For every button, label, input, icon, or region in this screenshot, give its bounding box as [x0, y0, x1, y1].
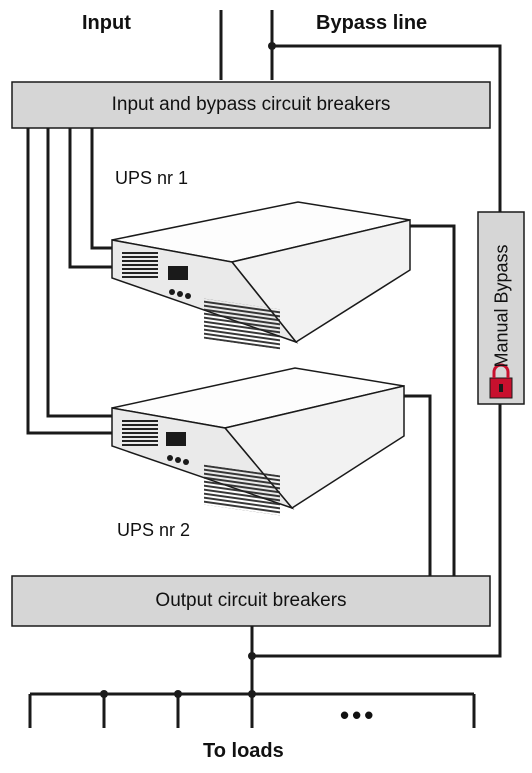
- manual-bypass-box: [477, 211, 525, 405]
- ups1-output-line: [410, 224, 456, 576]
- ups1-label: UPS nr 1: [115, 168, 189, 188]
- output-breakers-box: [11, 575, 491, 627]
- manual-bypass-label-wrap: Manual Bypass: [482, 236, 522, 376]
- ups2-display: [166, 432, 186, 446]
- load-bus: [28, 692, 476, 728]
- input-breakers-label: Input and bypass circuit breakers: [111, 94, 391, 115]
- ups2-label: UPS nr 2: [117, 520, 191, 540]
- to-loads-label: To loads: [203, 740, 284, 762]
- more-loads-ellipsis: •••: [340, 700, 377, 730]
- bypass-line: [272, 44, 502, 236]
- bypass-junction: [268, 42, 276, 50]
- ups1-feed-lines: [68, 128, 112, 269]
- bypass-line-label: Bypass line: [316, 12, 428, 34]
- manual-bypass-label: Manual Bypass: [491, 244, 512, 368]
- ups1-unit: [111, 201, 411, 350]
- manual-bypass-line: [252, 404, 502, 658]
- output-junction: [248, 652, 256, 660]
- input-feed-lines: [219, 10, 274, 80]
- ups2-output-line: [404, 394, 432, 576]
- ups2-unit: [111, 367, 405, 516]
- input-label: Input: [82, 12, 131, 34]
- ups2-feed-lines: [26, 128, 112, 435]
- input-breakers-box: [11, 81, 491, 129]
- output-breakers-label: Output circuit breakers: [155, 590, 347, 611]
- lock-icon: [489, 363, 513, 399]
- load-bus-junctions: [100, 690, 256, 698]
- ups1-display: [168, 266, 188, 280]
